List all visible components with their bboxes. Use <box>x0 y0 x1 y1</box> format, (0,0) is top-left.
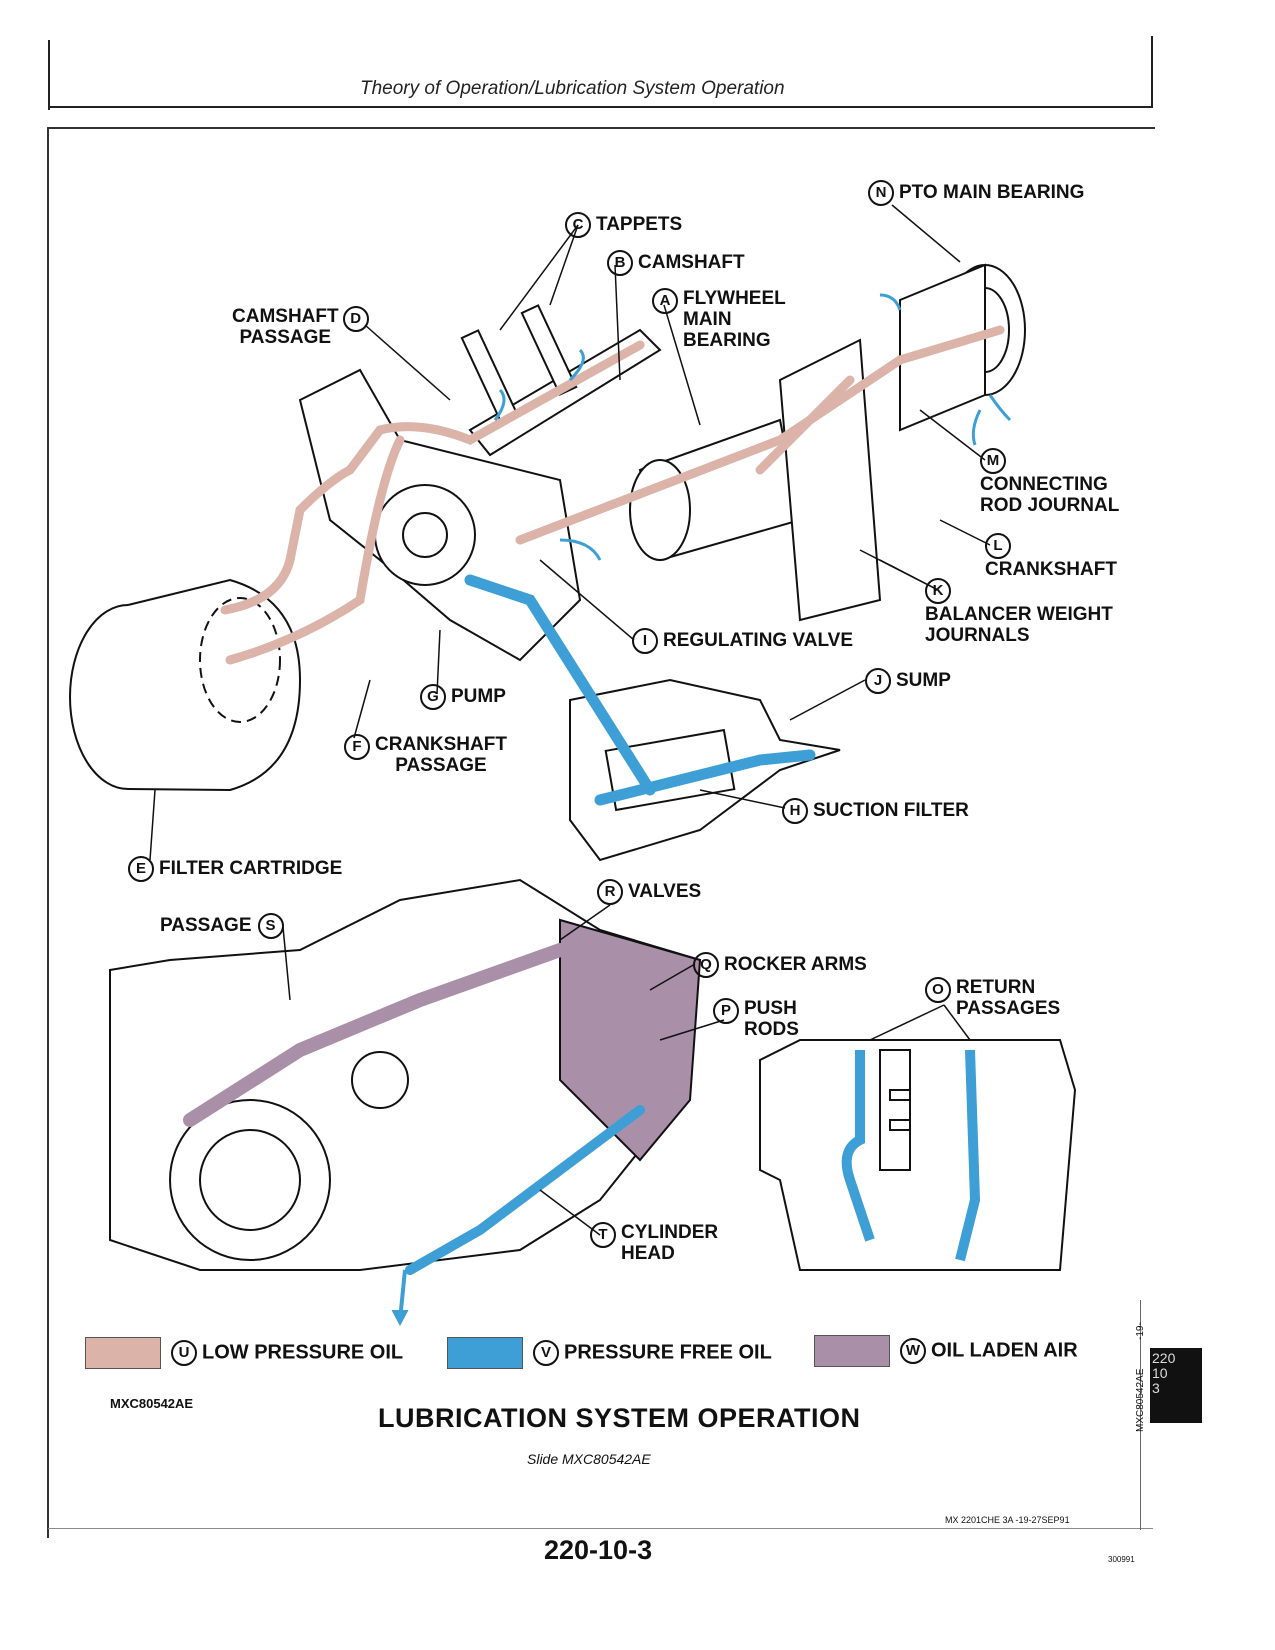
callout-letter-n: N <box>868 180 894 206</box>
callout-letter-u: U <box>171 1340 197 1366</box>
callout-letter-w: W <box>900 1338 926 1364</box>
slide-reference: Slide MXC80542AE <box>527 1451 651 1467</box>
callout-letter-t: T <box>590 1222 616 1248</box>
callout-letter-e: E <box>128 856 154 882</box>
side-figure-code: MXC80542AE <box>1135 1368 1146 1432</box>
footer-rule <box>48 1528 1153 1529</box>
callout-letter-i: I <box>632 628 658 654</box>
right-margin-line <box>1151 36 1153 106</box>
figure-frame <box>47 127 1155 1538</box>
callout-letter-g: G <box>420 684 446 710</box>
legend-swatch-oil-laden-air <box>814 1335 890 1367</box>
header-title: Theory of Operation/Lubrication System O… <box>360 78 785 99</box>
callout-letter-m: M <box>980 448 1006 474</box>
small-code: 300991 <box>1108 1555 1135 1564</box>
callout-letter-f: F <box>344 734 370 760</box>
callout-letter-p: P <box>713 998 739 1024</box>
figure-caption: LUBRICATION SYSTEM OPERATION <box>378 1403 861 1433</box>
callout-letter-l: L <box>985 533 1011 559</box>
document-id: MX 2201CHE 3A -19-27SEP91 <box>945 1515 1070 1525</box>
page-number: 220-10-3 <box>544 1535 653 1565</box>
section-tab: 220 10 3 <box>1150 1348 1202 1423</box>
callout-letter-h: H <box>782 798 808 824</box>
header-rule <box>48 106 1153 108</box>
callout-letter-s: S <box>257 913 284 939</box>
callout-letter-k: K <box>925 578 951 604</box>
legend-swatch-low-pressure-oil <box>85 1337 161 1369</box>
callout-letter-a: A <box>652 288 678 314</box>
callout-letter-r: R <box>597 879 623 905</box>
tab-line-2: 10 <box>1152 1365 1168 1381</box>
callout-letter-j: J <box>865 668 891 694</box>
callout-letter-c: C <box>565 212 591 238</box>
filter-cartridge-drawing <box>69 578 302 792</box>
callout-letter-o: O <box>925 977 951 1003</box>
left-margin-line <box>48 40 50 110</box>
callout-letter-d: D <box>342 306 369 332</box>
tab-line-1: 220 <box>1152 1350 1176 1366</box>
label-camshaft-passage: CAMSHAFT PASSAGED <box>232 306 374 348</box>
callout-letter-v: V <box>533 1340 559 1366</box>
tab-line-3: 3 <box>1152 1380 1160 1396</box>
callout-letter-b: B <box>607 250 633 276</box>
figure-code: MXC80542AE <box>110 1396 194 1411</box>
side-mark: -19- <box>1135 1322 1146 1340</box>
callout-letter-q: Q <box>693 952 719 978</box>
right-frame-line <box>1140 1300 1141 1530</box>
legend-swatch-pressure-free-oil <box>447 1337 523 1369</box>
